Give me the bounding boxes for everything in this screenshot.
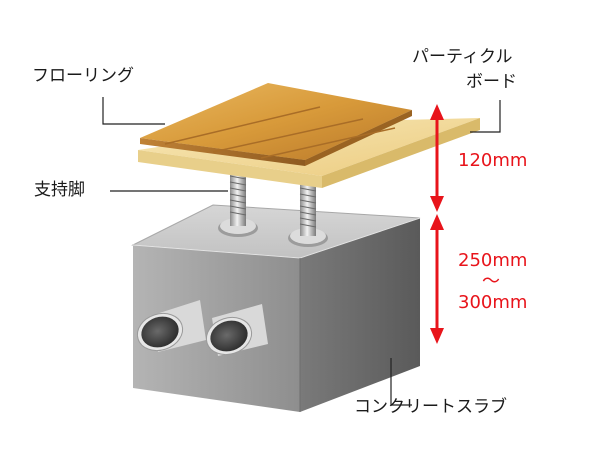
label-particle-board-line2: ボード [466,72,517,92]
dimension-arrow-250-300 [430,214,444,344]
dimension-label-250: 250mm [458,250,528,271]
dimension-label-120: 120mm [458,150,528,171]
dimension-arrows [430,104,444,344]
label-particle-board-line1: パーティクル [412,47,513,67]
label-support-leg: 支持脚 [34,180,85,200]
dimension-label-300: 300mm [458,292,528,313]
dimension-label-tilde: ～ [482,271,500,292]
dimension-arrow-120 [430,104,444,212]
leader-particle-board [470,100,501,133]
label-flooring: フローリング [32,66,134,86]
pipe-right [205,304,268,356]
leader-flooring [102,97,165,125]
leader-concrete-slab [390,358,412,406]
pipe-openings [136,300,268,356]
support-leg-left [218,170,258,237]
support-legs [218,170,328,247]
support-leg-right [288,182,328,247]
pipe-left [136,300,206,352]
flooring-panel [140,83,412,166]
label-concrete-slab: コンクリートスラブ [354,397,507,417]
leader-lines [102,97,501,406]
